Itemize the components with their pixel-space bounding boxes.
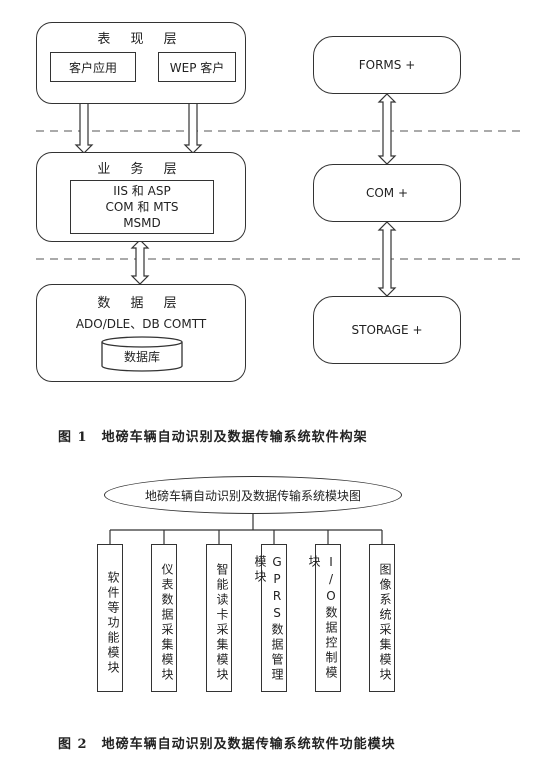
business-line-1: IIS 和 ASP [113, 184, 171, 198]
module-box-5: I/O数据控制模块 [307, 544, 341, 692]
com-label: COM + [365, 186, 409, 200]
data-layer-title: 数 据 层 [97, 296, 185, 311]
figure1-caption-number: 图 1 [58, 430, 88, 445]
module-box-3: 智能读卡采集模块 [206, 544, 232, 692]
storage-box: STORAGE + [313, 296, 461, 364]
module-box-4: GPRS数据管理模块 [253, 544, 287, 692]
figure1-caption: 图 1 地磅车辆自动识别及数据传输系统软件构架 [58, 426, 368, 445]
figure2-caption: 图 2 地磅车辆自动识别及数据传输系统软件功能模块 [58, 733, 396, 752]
business-services-box: IIS 和 ASP COM 和 MTS MSMD [70, 180, 214, 234]
forms-label: FORMS + [358, 58, 416, 72]
figure2-caption-number: 图 2 [58, 737, 88, 752]
presentation-layer-title: 表 现 层 [97, 32, 185, 47]
arrow-com-storage [377, 221, 397, 297]
business-line-2: COM 和 MTS [105, 200, 179, 214]
module-root-label: 地磅车辆自动识别及数据传输系统模块图 [144, 488, 361, 503]
com-box: COM + [313, 164, 461, 222]
database-cylinder-icon [101, 336, 183, 372]
module-box-1: 软件等功能模块 [97, 544, 123, 692]
module-box-6: 图像系统采集模块 [369, 544, 395, 692]
figure2-caption-text: 地磅车辆自动识别及数据传输系统软件功能模块 [101, 737, 396, 752]
figure1-caption-text: 地磅车辆自动识别及数据传输系统软件构架 [101, 430, 368, 445]
module-root-ellipse: 地磅车辆自动识别及数据传输系统模块图 [104, 476, 402, 514]
business-layer-title: 业 务 层 [97, 162, 185, 177]
business-line-3: MSMD [123, 216, 161, 230]
arrow-business-data [130, 239, 150, 285]
forms-box: FORMS + [313, 36, 461, 94]
client-app-box: 客户应用 [50, 52, 136, 82]
module-tree-lines [109, 512, 383, 544]
storage-label: STORAGE + [351, 323, 423, 337]
database-label: 数据库 [123, 350, 160, 364]
arrow-forms-com [377, 93, 397, 165]
module-box-2: 仪表数据采集模块 [151, 544, 177, 692]
data-layer-box: 数 据 层 ADO/DLE、DB COMTT [36, 284, 246, 382]
data-layer-subtitle: ADO/DLE、DB COMTT [75, 317, 207, 331]
web-client-box: WEP 客户 [158, 52, 236, 82]
